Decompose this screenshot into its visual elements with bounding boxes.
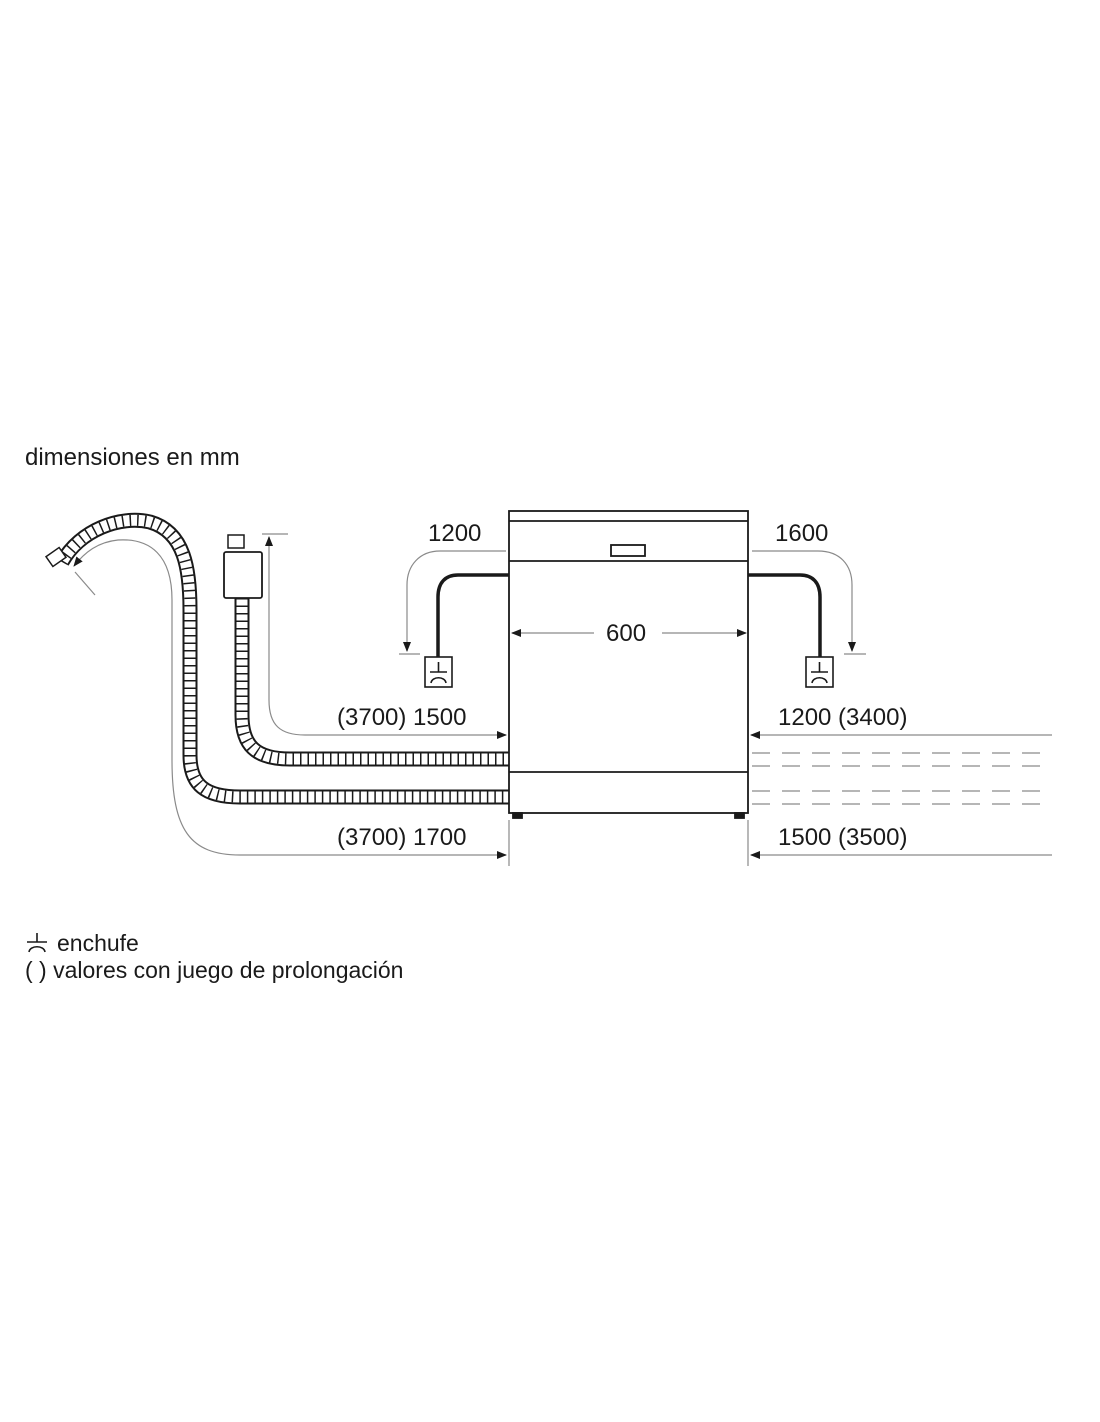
dimension-width: 600 (606, 620, 647, 647)
dimension-inlet-left: (3700) 1500 (337, 704, 467, 731)
power-cables (436, 573, 822, 657)
legend-plug-label: enchufe (57, 930, 139, 956)
plug-socket-icon (424, 656, 453, 688)
dimension-drain-right: 1500 (3500) (778, 824, 908, 851)
drain-hose (44, 512, 509, 805)
inlet-hose (223, 534, 509, 767)
diagram-title: dimensiones en mm (25, 444, 240, 471)
legend-plug: enchufe (25, 931, 139, 955)
control-display (610, 544, 646, 557)
legend-parentheses-symbol: ( ) (25, 957, 47, 983)
dishwasher-front (508, 510, 749, 819)
dimension-drain-left: (3700) 1700 (337, 824, 467, 851)
dimension-power-right: 1600 (775, 520, 829, 547)
legend-parentheses-label: valores con juego de prolongación (53, 957, 404, 983)
dimension-power-left: 1200 (428, 520, 482, 547)
dimension-inlet-right: 1200 (3400) (778, 704, 908, 731)
plug-icon (27, 933, 47, 953)
plug-socket-icon (805, 656, 834, 688)
legend-parentheses: ( ) valores con juego de prolongación (25, 959, 403, 982)
